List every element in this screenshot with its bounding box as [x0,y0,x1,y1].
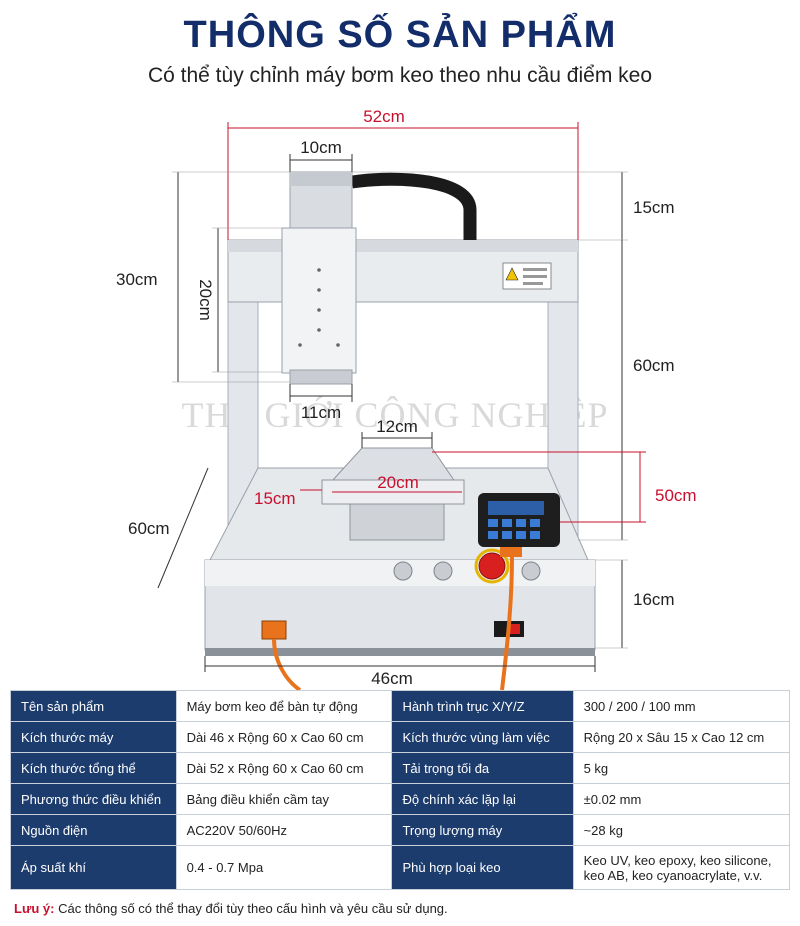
dim-label-30: 30cm [116,270,158,289]
spec-key: Nguồn điện [10,814,177,846]
spec-table: Tên sản phẩm Máy bơm keo để bàn tự động … [10,690,791,890]
spec-value: 0.4 - 0.7 Mpa [175,845,393,890]
dim-label-20-red: 20cm [377,473,419,492]
spec-value: Bảng điều khiển cầm tay [175,783,393,815]
page-title: THÔNG SỐ SẢN PHẨM [183,14,617,56]
spec-value: Máy bơm keo để bàn tự động [175,690,393,722]
spec-key: Kích thước vùng làm việc [391,721,574,753]
table-row: Áp suất khí 0.4 - 0.7 Mpa Phù hợp loại k… [10,845,791,890]
spec-key: Hành trình trục X/Y/Z [391,690,574,722]
spec-key: Tải trọng tối đa [391,752,574,784]
spec-value-line: Keo UV, keo epoxy, keo silicone, [583,852,772,868]
dim-line-60-left [157,467,209,589]
spec-value: Dài 52 x Rộng 60 x Cao 60 cm [175,752,393,784]
spec-key: Phương thức điều khiển [10,783,177,815]
base-button-3 [521,561,541,581]
spec-key: Độ chính xác lặp lại [391,783,574,815]
table-row: Nguồn điện AC220V 50/60Hz Trọng lượng má… [10,814,791,846]
dim-label-60-left: 60cm [128,519,170,538]
z-axis-plate [281,227,357,374]
page-subtitle: Có thể tùy chỉnh máy bơm keo theo nhu cầ… [147,64,653,87]
dim-label-52: 52cm [363,107,405,126]
base-button-1 [393,561,413,581]
spec-key: Áp suất khí [10,845,177,890]
spec-key: Tên sản phẩm [10,690,177,722]
spec-value: AC220V 50/60Hz [175,814,393,846]
emergency-stop [478,552,506,580]
dim-label-16: 16cm [633,590,675,609]
dim-label-50: 50cm [655,486,697,505]
spec-key: Kích thước máy [10,721,177,753]
spec-key: Kích thước tổng thể [10,752,177,784]
table-row: Tên sản phẩm Máy bơm keo để bàn tự động … [10,690,791,722]
dim-label-20-vert: 20cm [196,279,215,321]
work-table-base [349,503,445,541]
footnote-label: Lưu ý: [14,901,55,916]
base-button-2 [433,561,453,581]
dim-label-46: 46cm [371,669,413,688]
table-row: Kích thước máy Dài 46 x Rộng 60 x Cao 60… [10,721,791,753]
dim-label-12: 12cm [376,417,418,436]
spec-value-line: keo AB, keo cyanoacrylate, v.v. [583,867,763,883]
dim-label-15-red: 15cm [254,489,296,508]
spec-value: ±0.02 mm [572,783,791,815]
spec-key: Phù hợp loại keo [391,845,574,890]
table-row: Kích thước tổng thể Dài 52 x Rộng 60 x C… [10,752,791,784]
spec-value: ~28 kg [572,814,791,846]
spec-value: Keo UV, keo epoxy, keo silicone, keo AB,… [572,845,791,890]
spec-value: Rộng 20 x Sâu 15 x Cao 12 cm [572,721,791,753]
cable-chain [351,172,477,240]
table-row: Phương thức điều khiển Bảng điều khiển c… [10,783,791,815]
spec-value: Dài 46 x Rộng 60 x Cao 60 cm [175,721,393,753]
machine-diagram: THẾ GIỚI CÔNG NGHIỆP [0,100,800,690]
dim-label-60-right: 60cm [633,356,675,375]
dim-label-11: 11cm [301,403,341,422]
spec-value: 300 / 200 / 100 mm [572,690,791,722]
dim-label-15-top: 15cm [633,198,675,217]
z-axis-bottom [289,369,353,385]
footnote-text: Các thông số có thể thay đổi tùy theo cấ… [54,901,448,916]
spec-value: 5 kg [572,752,791,784]
dim-label-10: 10cm [300,138,342,157]
connector-left [261,620,287,640]
footnote: Lưu ý: Các thông số có thể thay đổi tùy … [14,901,448,916]
spec-key: Trọng lượng máy [391,814,574,846]
